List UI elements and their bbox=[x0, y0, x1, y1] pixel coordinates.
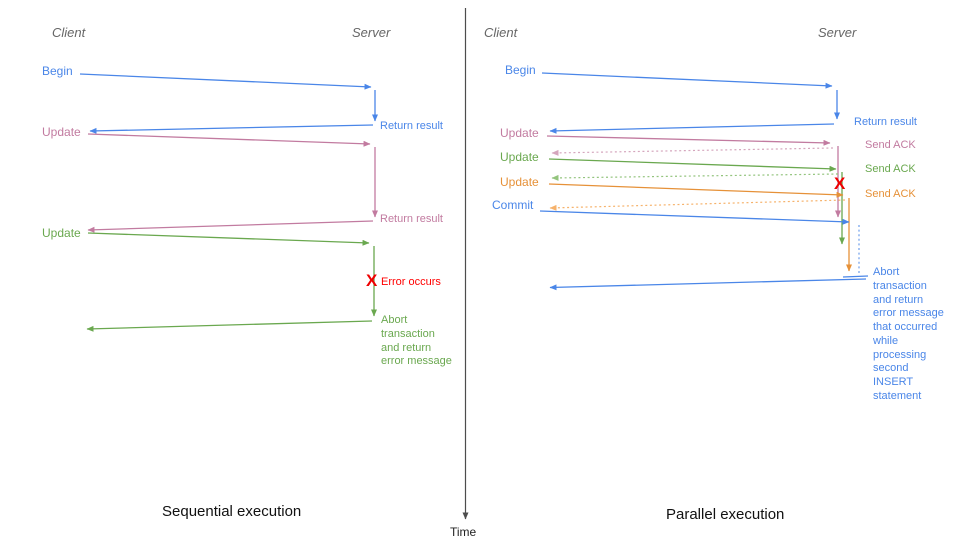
left-update-2-label: Update bbox=[42, 226, 81, 240]
left-update-1-label: Update bbox=[42, 125, 81, 139]
right-update-1-label: Update bbox=[500, 126, 539, 140]
left-begin-request-arrow bbox=[79, 73, 372, 90]
right-send-ack-3-label: Send ACK bbox=[865, 188, 916, 200]
right-return-result-label: Return result bbox=[854, 116, 917, 128]
right-abort-return-arrow bbox=[549, 278, 867, 291]
left-return-result-1-label: Return result bbox=[380, 120, 443, 132]
right-commit-request-arrow bbox=[539, 210, 850, 225]
right-update-2-label: Update bbox=[500, 150, 539, 164]
left-error-x-icon: X bbox=[366, 271, 378, 290]
left-client-header: Client bbox=[52, 25, 86, 40]
right-error-x-icon: X bbox=[834, 174, 846, 193]
left-title: Sequential execution bbox=[162, 503, 302, 520]
right-begin-label: Begin bbox=[505, 63, 536, 77]
left-return-result-1-arrow bbox=[89, 124, 374, 134]
left-abort-return-arrow bbox=[86, 320, 373, 332]
right-begin-request-arrow bbox=[541, 72, 833, 89]
left-return-result-2-arrow bbox=[87, 220, 374, 233]
left-error-occurs-label: Error occurs bbox=[381, 276, 441, 288]
right-send-ack-1-arrow bbox=[551, 147, 834, 156]
right-client-header: Client bbox=[484, 25, 518, 40]
left-return-result-2-label: Return result bbox=[380, 213, 443, 225]
right-title: Parallel execution bbox=[666, 506, 785, 523]
right-update-2-request-arrow bbox=[548, 158, 837, 172]
right-server-header: Server bbox=[818, 25, 857, 40]
left-update-2-request-arrow bbox=[87, 232, 370, 246]
right-update-3-request-arrow bbox=[548, 183, 844, 198]
right-send-ack-2-label: Send ACK bbox=[865, 163, 916, 175]
right-return-result-arrow bbox=[549, 123, 835, 134]
left-server-header: Server bbox=[352, 25, 391, 40]
right-send-ack-1-label: Send ACK bbox=[865, 139, 916, 151]
left-begin-label: Begin bbox=[42, 64, 73, 78]
time-axis-label: Time bbox=[450, 525, 477, 539]
right-abort-text: Abort transaction and return error messa… bbox=[873, 266, 944, 402]
right-send-ack-3-arrow bbox=[549, 199, 846, 211]
right-commit-label: Commit bbox=[492, 198, 534, 212]
left-update-1-request-arrow bbox=[87, 133, 371, 147]
right-update-3-label: Update bbox=[500, 175, 539, 189]
right-abort-tick-line bbox=[842, 275, 869, 278]
left-abort-text: Abort transaction and return error messa… bbox=[381, 314, 452, 368]
right-send-ack-2-arrow bbox=[551, 173, 839, 181]
right-update-1-request-arrow bbox=[546, 135, 831, 146]
